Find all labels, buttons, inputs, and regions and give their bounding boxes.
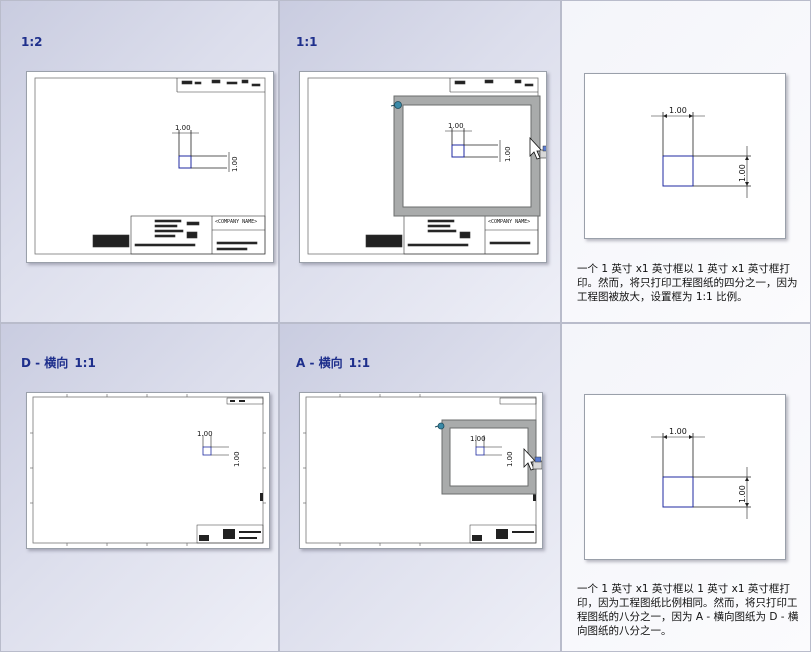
printed-output-sheet: 1.00 1.00 [584,394,786,560]
panel-label: 1:2 [21,35,43,49]
dimension-label: 1.00 [669,427,687,436]
printer-cursor-icon [523,447,542,471]
description-text: 一个 1 英寸 x1 英寸框以 1 英寸 x1 英寸框打印。然而，将只打印工程图… [577,263,798,303]
svg-text:<COMPANY NAME>: <COMPANY NAME> [488,219,530,225]
drawing-sheet: <COMPANY NAME> 1.00 1.00 [26,71,274,263]
dimension-label: 1.00 [448,122,464,130]
printed-output-graphic: 1.00 1.00 [651,427,751,519]
dimension-label: 1.00 [175,124,191,132]
dimension-label: 1.00 [669,106,687,115]
drawing-sheet: 1.00 1.00 [299,392,543,549]
panel-description-top: 1.00 1.00 一个 1 英寸 x1 英寸框以 1 英寸 x1 英寸框打印。… [562,1,810,322]
dimension-label: 1.00 [197,430,213,438]
drawing-sheet-graphic: <COMPANY NAME> 1.00 1.00 [34,77,266,255]
drawing-sheet: 1.00 1.00 [26,392,270,549]
description-text: 一个 1 英寸 x1 英寸框以 1 英寸 x1 英寸框打印，因为工程图纸比例相同… [577,583,799,637]
panel-label: 1:1 [296,35,318,49]
push-pin-icon [390,101,402,109]
printed-output-graphic: 1.00 1.00 [651,106,751,198]
printer-cursor-icon [529,136,546,160]
printed-output-sheet: 1.00 1.00 [584,73,786,239]
push-pin-icon [434,422,445,430]
dimension-label-vertical: 1.00 [504,146,512,162]
drawing-sheet-graphic: 1.00 1.00 [30,394,266,546]
drawing-sheet-graphic: <COMPANY NAME> 1.00 1.00 [307,77,546,255]
dimension-label-vertical: 1.00 [738,485,747,503]
panel-scale-1-2: 1:2 [1,1,278,322]
svg-text:<COMPANY NAME>: <COMPANY NAME> [215,219,257,225]
dimension-label-vertical: 1.00 [738,164,747,182]
print-area-frame [442,420,536,494]
drawing-sheet-graphic: 1.00 1.00 [303,394,542,546]
dimension-label-vertical: 1.00 [506,451,514,467]
panel-scale-1-1: 1:1 <COMPANY NAME> [280,1,560,322]
dimension-label: 1.00 [470,435,486,443]
panel-description-bottom: 1.00 1.00 一个 1 英寸 x1 英寸框以 1 英寸 x1 英寸框打印，… [562,324,810,651]
dimension-label-vertical: 1.00 [233,451,241,467]
dimension-label-vertical: 1.00 [231,156,239,172]
drawing-sheet: <COMPANY NAME> 1.00 1.00 [299,71,547,263]
